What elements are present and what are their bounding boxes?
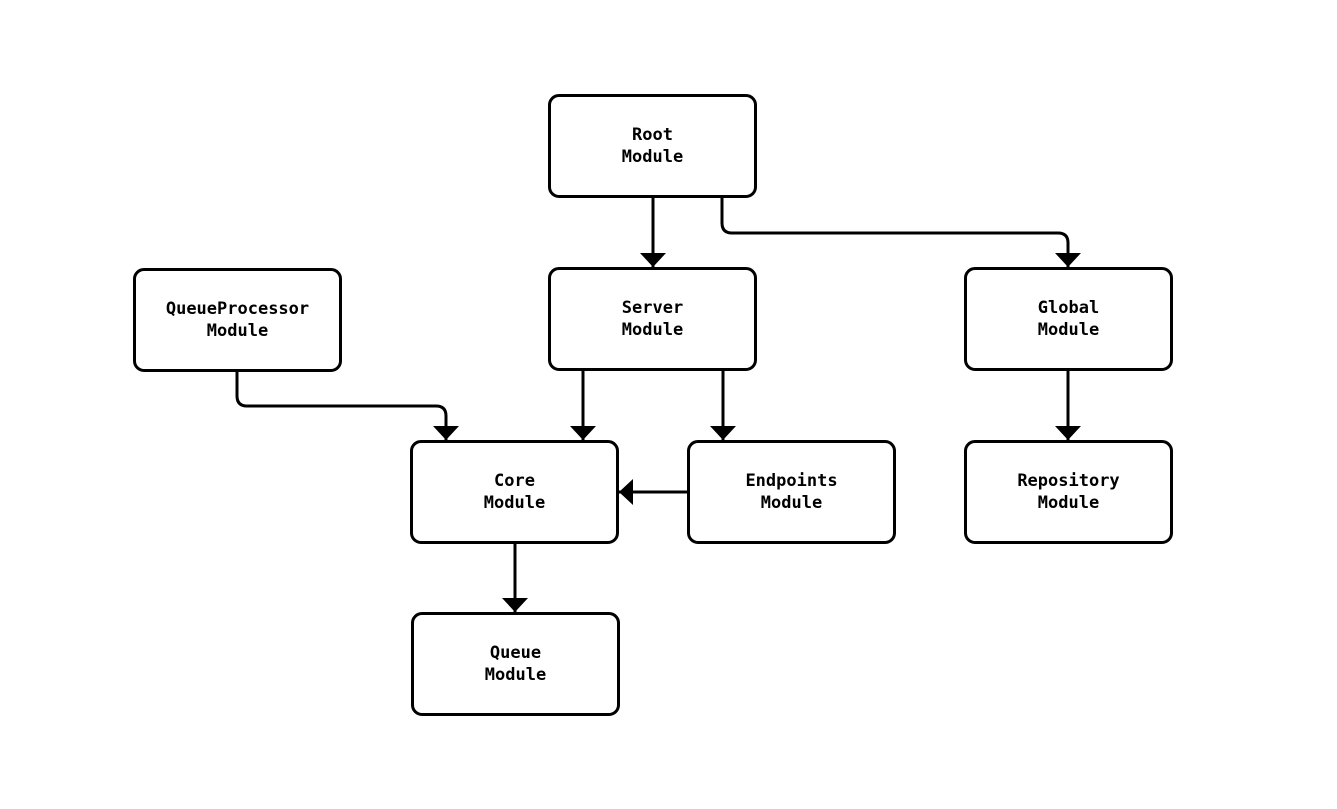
node-label: Repository Module bbox=[1017, 471, 1120, 513]
node-label: Server Module bbox=[621, 298, 684, 340]
node-label: Global Module bbox=[1037, 298, 1100, 340]
node-label: Queue Module bbox=[484, 643, 547, 685]
node-label: Core Module bbox=[483, 471, 546, 513]
edge-queueprocessor-to-core bbox=[235, 372, 459, 440]
node-queue-module: Queue Module bbox=[411, 612, 620, 716]
node-core-module: Core Module bbox=[410, 440, 619, 544]
node-global-module: Global Module bbox=[964, 267, 1173, 371]
node-server-module: Server Module bbox=[548, 267, 757, 371]
node-label: Endpoints Module bbox=[745, 471, 838, 513]
node-repository-module: Repository Module bbox=[964, 440, 1173, 544]
node-label: Root Module bbox=[621, 125, 684, 167]
node-root-module: Root Module bbox=[548, 94, 757, 198]
node-endpoints-module: Endpoints Module bbox=[687, 440, 896, 544]
edge-root-to-global bbox=[720, 198, 1081, 267]
node-queueprocessor-module: QueueProcessor Module bbox=[133, 268, 342, 372]
node-label: QueueProcessor Module bbox=[165, 299, 310, 341]
